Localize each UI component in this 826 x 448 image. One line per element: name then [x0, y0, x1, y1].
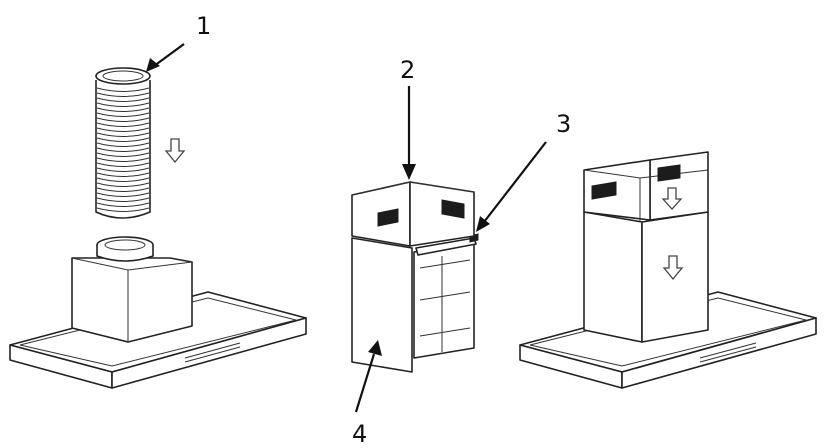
duct-rib — [96, 202, 150, 207]
callout-label-2: 2 — [400, 56, 415, 84]
down-arrow-icon-upper — [661, 187, 683, 210]
duct-rib — [96, 97, 150, 102]
duct-rib — [96, 87, 150, 92]
duct-rib — [96, 117, 150, 122]
callout-label-4: 4 — [352, 420, 367, 448]
duct-rib — [96, 152, 150, 157]
duct-rib — [96, 147, 150, 152]
duct-rib — [96, 162, 150, 167]
down-arrow-icon-lower — [662, 255, 684, 281]
duct-rib — [96, 177, 150, 182]
callout-label-1: 1 — [196, 12, 211, 40]
callout-label-3: 3 — [556, 110, 571, 138]
duct-rib — [96, 92, 150, 97]
duct-rib — [96, 132, 150, 137]
down-arrow-icon — [164, 138, 186, 164]
callout-3: 3 — [476, 110, 571, 232]
duct-rib — [96, 112, 150, 117]
hood-left — [9, 236, 307, 389]
duct-rib — [96, 122, 150, 127]
duct-rib — [96, 172, 150, 177]
duct-rib — [96, 157, 150, 162]
duct-rib — [96, 167, 150, 172]
duct-rib — [96, 127, 150, 132]
duct-rib — [96, 102, 150, 107]
duct-rib — [96, 137, 150, 142]
duct-rib — [96, 197, 150, 202]
callout-1: 1 — [146, 12, 211, 72]
flexible-duct — [95, 67, 151, 219]
callout-2: 2 — [400, 56, 416, 180]
duct-rib — [96, 182, 150, 187]
duct-rib — [96, 207, 150, 212]
chimney-assembly-middle — [351, 181, 479, 373]
callout-4: 4 — [352, 340, 382, 448]
duct-rib — [96, 192, 150, 197]
duct-rib — [96, 142, 150, 147]
duct-rib — [96, 187, 150, 192]
duct-rib — [96, 107, 150, 112]
